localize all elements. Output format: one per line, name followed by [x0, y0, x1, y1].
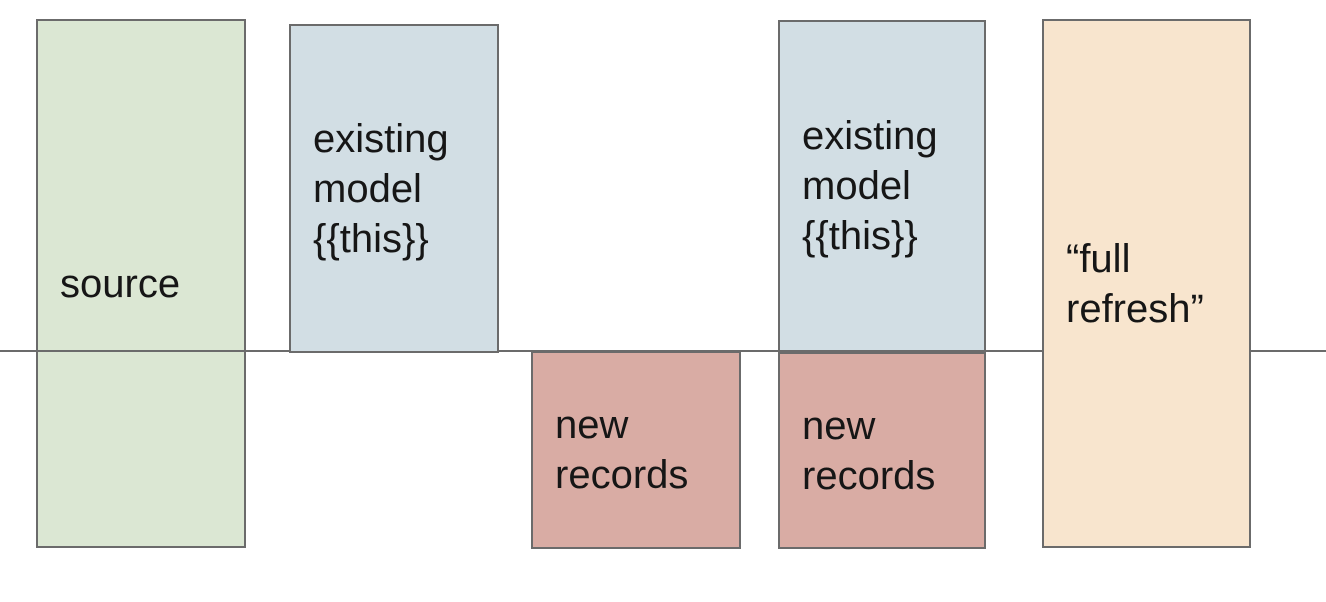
new-records-box-right: new records — [778, 352, 986, 549]
new-records-box-left: new records — [531, 351, 741, 549]
new-records-label-left: new records — [555, 403, 689, 497]
source-box-label: source — [60, 261, 181, 306]
existing-model-label-right: existing model {{this}} — [802, 114, 938, 258]
existing-model-box-right: existing model {{this}} — [778, 20, 986, 352]
source-box: source — [36, 19, 246, 548]
existing-model-box-left: existing model {{this}} — [289, 24, 499, 353]
new-records-label-right: new records — [802, 403, 936, 498]
full-refresh-box: “full refresh” — [1042, 19, 1251, 548]
existing-model-label-left: existing model {{this}} — [313, 116, 449, 261]
full-refresh-label: “full refresh” — [1066, 236, 1204, 331]
